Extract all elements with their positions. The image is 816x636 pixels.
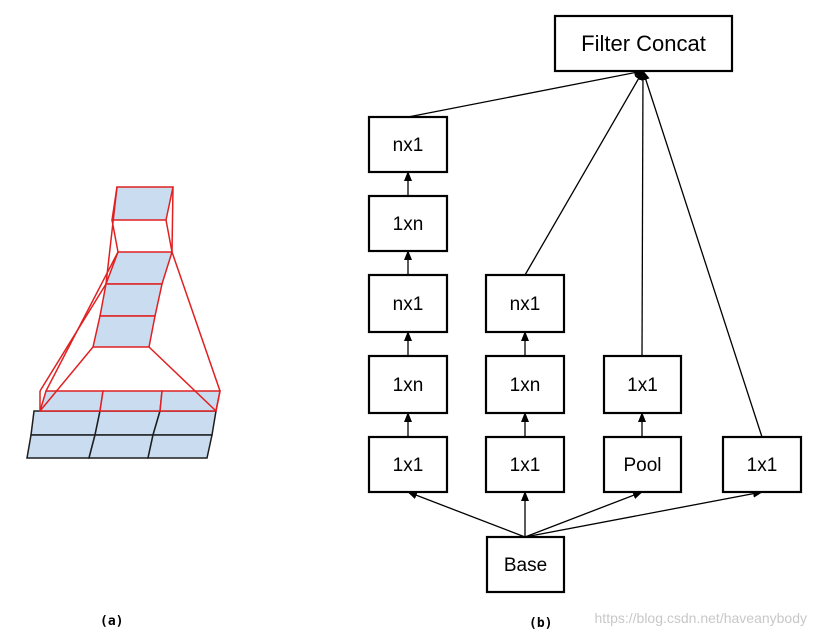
node-label: 1xn bbox=[393, 375, 424, 396]
branch-1-1xn-upper-node: 1xn bbox=[367, 194, 449, 253]
input-grid-3x3 bbox=[26, 390, 221, 459]
grid-cell bbox=[152, 410, 217, 436]
intermediate-column-3x1 bbox=[92, 251, 174, 348]
branch-3: 1x1 Pool bbox=[602, 354, 683, 494]
node-label: nx1 bbox=[393, 135, 424, 156]
grid-cell bbox=[94, 410, 161, 436]
branch-1-1x1-node: 1x1 bbox=[367, 435, 449, 494]
node-label: 1x1 bbox=[393, 455, 424, 476]
projection-lines bbox=[39, 186, 221, 412]
node-label: nx1 bbox=[393, 294, 424, 315]
grid-cell-highlighted bbox=[159, 390, 221, 412]
branch-4: 1x1 bbox=[721, 435, 803, 494]
node-label: 1xn bbox=[510, 375, 541, 396]
branch-2-1xn-node: 1xn bbox=[484, 354, 566, 415]
grid-cell bbox=[30, 410, 101, 436]
output-cell-1x1 bbox=[111, 186, 174, 221]
receptive-field-illustration bbox=[26, 186, 221, 459]
branch-2-1x1-node: 1x1 bbox=[484, 435, 566, 494]
branch-1-1xn-lower-node: 1xn bbox=[367, 354, 449, 415]
branch-1-nx1-top-node: nx1 bbox=[367, 115, 449, 174]
grid-cell bbox=[147, 434, 213, 459]
grid-cell-highlighted bbox=[38, 390, 104, 412]
node-label: 1x1 bbox=[747, 455, 778, 476]
branch-1: nx1 1xn nx1 1xn 1x1 bbox=[367, 115, 449, 494]
branch-3-pool-node: Pool bbox=[602, 435, 683, 494]
caption-a: (a) bbox=[100, 614, 123, 629]
connection-arrows bbox=[404, 68, 763, 538]
filter-concat-node: Filter Concat bbox=[553, 14, 734, 73]
watermark: https://blog.csdn.net/haveanybody bbox=[595, 610, 807, 626]
branch-4-1x1-node: 1x1 bbox=[721, 435, 803, 494]
grid-cell-highlighted bbox=[99, 390, 163, 412]
base-label: Base bbox=[504, 555, 547, 576]
column-cell bbox=[99, 283, 163, 317]
branch-1-nx1-middle-node: nx1 bbox=[367, 273, 449, 334]
output-cell bbox=[111, 186, 174, 221]
grid-cell bbox=[26, 434, 96, 459]
caption-b: (b) bbox=[529, 616, 552, 631]
node-label: nx1 bbox=[510, 294, 541, 315]
base-node: Base bbox=[485, 535, 566, 594]
column-cell bbox=[92, 315, 156, 348]
node-label: Pool bbox=[623, 455, 661, 476]
node-label: 1x1 bbox=[510, 455, 541, 476]
node-label: 1xn bbox=[393, 214, 424, 235]
branch-2-nx1-node: nx1 bbox=[484, 273, 566, 334]
node-label: 1x1 bbox=[627, 375, 658, 396]
branch-3-1x1-node: 1x1 bbox=[602, 354, 683, 415]
filter-concat-label: Filter Concat bbox=[581, 31, 706, 56]
branch-2: nx1 1xn 1x1 bbox=[484, 273, 566, 494]
grid-cell bbox=[88, 434, 154, 459]
inception-module-diagram: Filter Concat nx1 1xn nx1 1xn 1x1 bbox=[367, 14, 803, 594]
